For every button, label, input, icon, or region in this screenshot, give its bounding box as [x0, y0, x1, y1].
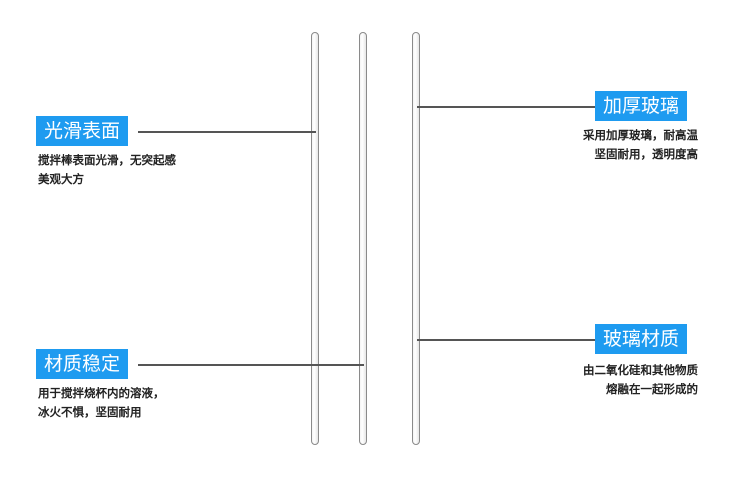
desc-line: 由二氧化硅和其他物质 [583, 363, 698, 377]
desc-line: 坚固耐用，透明度高 [594, 147, 699, 161]
glass-rod-right [412, 32, 420, 445]
glass-rod-middle [359, 32, 367, 445]
feature-desc-thick: 采用加厚玻璃，耐高温 坚固耐用，透明度高 [583, 126, 698, 164]
feature-desc-glass: 由二氧化硅和其他物质 熔融在一起形成的 [583, 361, 698, 399]
desc-line: 用于搅拌烧杯内的溶液， [38, 386, 165, 400]
desc-line: 美观大方 [38, 172, 84, 186]
feature-desc-stable: 用于搅拌烧杯内的溶液， 冰火不惧，坚固耐用 [38, 384, 165, 422]
desc-line: 熔融在一起形成的 [606, 382, 698, 396]
feature-tag-thick: 加厚玻璃 [595, 91, 688, 121]
feature-tag-glass: 玻璃材质 [595, 324, 688, 354]
callout-line-thick [417, 106, 597, 108]
callout-line-stable [138, 364, 364, 366]
desc-line: 采用加厚玻璃，耐高温 [583, 128, 698, 142]
callout-line-smooth [138, 131, 316, 133]
callout-line-glass [417, 339, 597, 341]
desc-line: 搅拌棒表面光滑，无突起感 [38, 153, 176, 167]
glass-rod-left [311, 32, 319, 445]
desc-line: 冰火不惧，坚固耐用 [38, 405, 142, 419]
feature-tag-smooth: 光滑表面 [36, 116, 129, 146]
feature-tag-stable: 材质稳定 [36, 349, 129, 379]
feature-desc-smooth: 搅拌棒表面光滑，无突起感 美观大方 [38, 151, 176, 189]
